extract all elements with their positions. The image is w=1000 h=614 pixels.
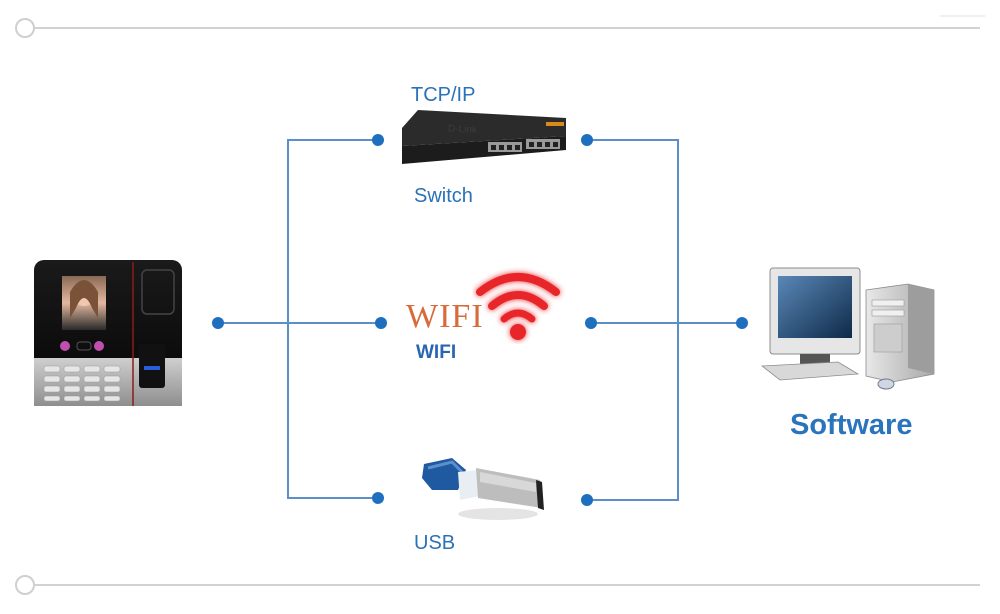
connector-dot [736,317,748,329]
connector-dot [581,134,593,146]
connector-dot [212,317,224,329]
desktop-computer-icon [760,267,935,390]
usb-plug-icon [422,458,544,520]
top-frame-line [15,15,985,38]
usb-label: USB [414,532,456,554]
tcp-ip-label: TCP/IP [411,84,476,106]
connector-dot [372,492,384,504]
wifi-icon [476,273,560,340]
wire-terminal-to-switch [287,139,378,499]
software-label: Software [790,409,913,441]
connector-dot [375,317,387,329]
network-switch-icon: D-Link [402,110,566,164]
connector-dot [581,494,593,506]
attendance-terminal-icon [34,260,182,406]
bottom-frame-line [15,575,980,595]
connector-dot [585,317,597,329]
connector-dot [372,134,384,146]
switch-label: Switch [414,185,473,207]
wire-switch-to-software [587,139,679,501]
svg-text:D-Link: D-Link [448,123,478,136]
wifi-logo-text: WIFI [406,298,484,335]
wifi-label: WIFI [416,342,457,363]
